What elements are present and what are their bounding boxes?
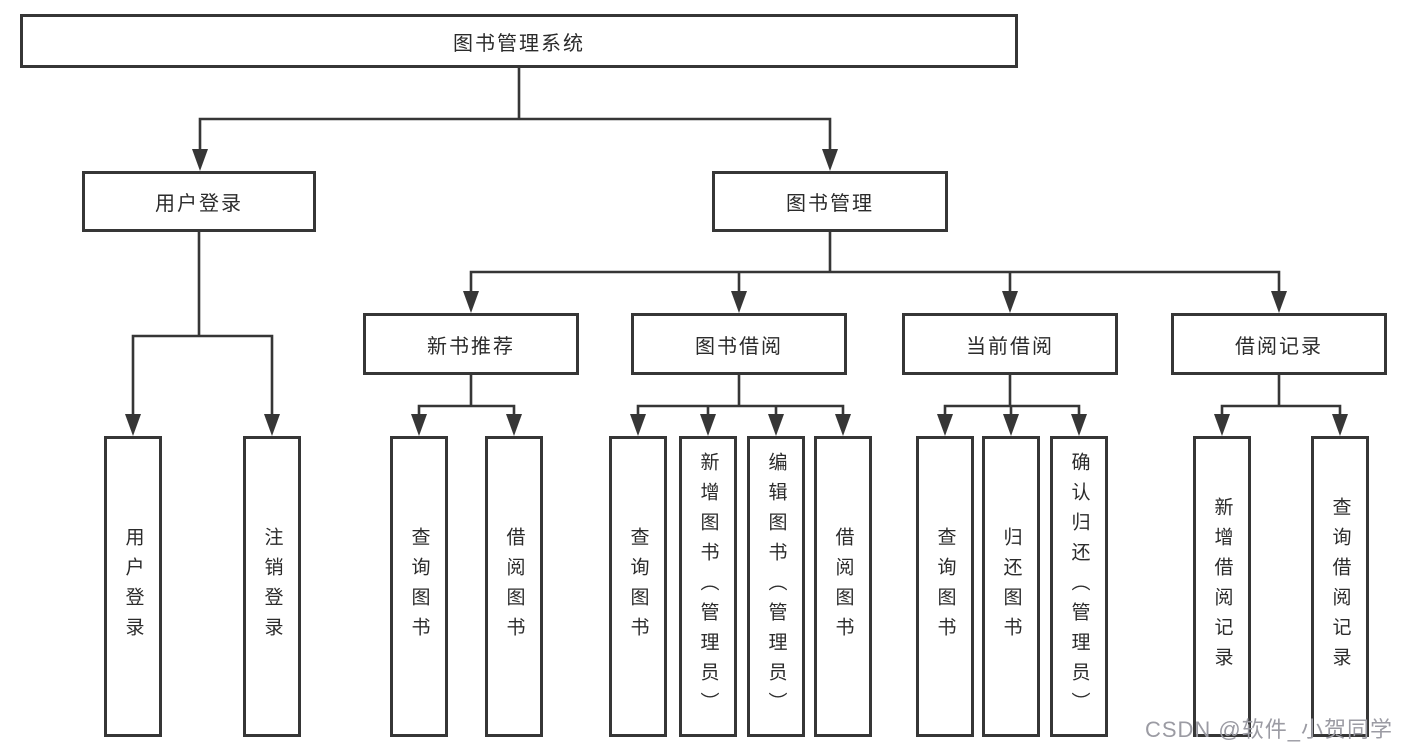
arrow-down-icon: [1271, 291, 1287, 313]
leaf-br-query-record: 查询借阅记录: [1311, 436, 1369, 737]
leaf-logout-label: 注销登录: [261, 526, 283, 647]
node-user-login-label: 用户登录: [155, 193, 243, 215]
leaf-cb-return-books-label: 归还图书: [1000, 526, 1022, 647]
leaf-cb-return-books: 归还图书: [982, 436, 1040, 737]
leaf-bb-query-books-label: 查询图书: [627, 526, 649, 647]
arrow-down-icon: [264, 414, 280, 436]
node-book-management: 图书管理: [712, 171, 948, 232]
node-book-borrowing: 图书借阅: [631, 313, 847, 375]
node-root: 图书管理系统: [20, 14, 1018, 68]
edge-book-management-to-level3: [469, 232, 1281, 293]
node-new-book-recommend-label: 新书推荐: [427, 335, 515, 358]
node-user-login: 用户登录: [82, 171, 316, 232]
arrow-down-icon: [768, 414, 784, 436]
leaf-bb-add-books: 新增图书（管理员）: [679, 436, 737, 737]
node-book-borrowing-label: 图书借阅: [695, 335, 783, 358]
arrow-down-icon: [1214, 414, 1230, 436]
arrow-down-icon: [192, 149, 208, 171]
node-borrowing-records-label: 借阅记录: [1235, 335, 1323, 358]
arrow-down-icon: [630, 414, 646, 436]
arrow-down-icon: [835, 414, 851, 436]
leaf-bb-borrow-books-label: 借阅图书: [832, 526, 854, 647]
leaf-bb-edit-books-label: 编辑图书（管理员）: [765, 451, 787, 722]
leaf-cb-query-books: 查询图书: [916, 436, 974, 737]
arrow-down-icon: [1002, 291, 1018, 313]
leaf-user-login: 用户登录: [104, 436, 162, 737]
arrow-down-icon: [1332, 414, 1348, 436]
leaf-cb-confirm-return: 确认归还（管理员）: [1050, 436, 1108, 737]
leaf-br-query-record-label: 查询借阅记录: [1329, 496, 1351, 677]
edge-current-borrowing-to-leaves: [943, 375, 1081, 416]
edge-root-to-level2: [198, 68, 832, 152]
node-current-borrowing: 当前借阅: [902, 313, 1118, 375]
leaf-br-add-record-label: 新增借阅记录: [1211, 496, 1233, 677]
csdn-watermark: CSDN @软件_小贺同学: [1144, 717, 1393, 742]
edge-user-login-to-leaves: [131, 232, 274, 416]
node-borrowing-records: 借阅记录: [1171, 313, 1387, 375]
arrow-down-icon: [1071, 414, 1087, 436]
edge-borrow-records-to-leaves: [1220, 375, 1342, 416]
leaf-bb-borrow-books: 借阅图书: [814, 436, 872, 737]
node-root-label: 图书管理系统: [453, 32, 585, 55]
edge-new-book-to-leaves: [417, 375, 516, 416]
arrow-down-icon: [125, 414, 141, 436]
leaf-bb-add-books-label: 新增图书（管理员）: [697, 451, 719, 722]
arrow-down-icon: [700, 414, 716, 436]
arrow-down-icon: [937, 414, 953, 436]
leaf-nb-query-books: 查询图书: [390, 436, 448, 737]
arrowheads: [125, 149, 1348, 436]
leaf-bb-query-books: 查询图书: [609, 436, 667, 737]
leaf-logout: 注销登录: [243, 436, 301, 737]
arrow-down-icon: [822, 149, 838, 171]
node-new-book-recommend: 新书推荐: [363, 313, 579, 375]
arrow-down-icon: [1003, 414, 1019, 436]
leaf-nb-borrow-books: 借阅图书: [485, 436, 543, 737]
leaf-cb-query-books-label: 查询图书: [934, 526, 956, 647]
arrow-down-icon: [731, 291, 747, 313]
arrow-down-icon: [506, 414, 522, 436]
leaf-user-login-label: 用户登录: [122, 526, 144, 647]
leaf-nb-borrow-books-label: 借阅图书: [503, 526, 525, 647]
edge-lines: [131, 68, 1342, 416]
leaf-cb-confirm-return-label: 确认归还（管理员）: [1068, 451, 1090, 722]
leaf-nb-query-books-label: 查询图书: [408, 526, 430, 647]
leaf-br-add-record: 新增借阅记录: [1193, 436, 1251, 737]
arrow-down-icon: [411, 414, 427, 436]
leaf-bb-edit-books: 编辑图书（管理员）: [747, 436, 805, 737]
node-current-borrowing-label: 当前借阅: [966, 335, 1054, 358]
edge-book-borrowing-to-leaves: [636, 375, 845, 416]
node-book-management-label: 图书管理: [786, 193, 874, 215]
arrow-down-icon: [463, 291, 479, 313]
